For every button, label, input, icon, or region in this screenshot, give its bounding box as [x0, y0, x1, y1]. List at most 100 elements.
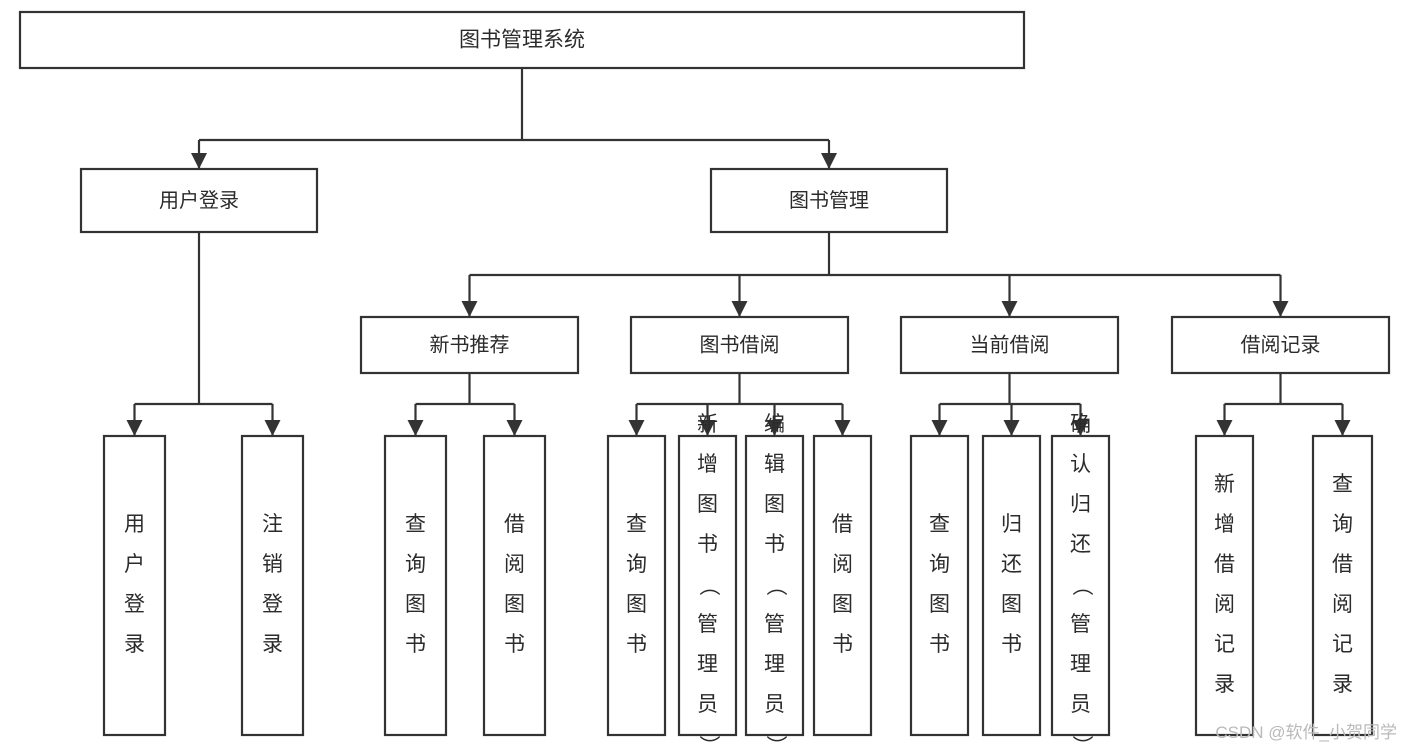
node-current-borrow[interactable]: 当前借阅	[899, 315, 1120, 375]
node-box-leaf-query-borrow-record[interactable]	[1311, 434, 1374, 737]
leaf-label-char: 图	[1001, 593, 1022, 616]
connector-arrow-icon	[1003, 420, 1020, 436]
leaf-label-char: 管	[764, 613, 785, 636]
connector-arrow-icon	[1272, 301, 1289, 317]
node-book-management[interactable]: 图书管理	[709, 167, 949, 234]
node-box-leaf-user-login[interactable]	[102, 434, 167, 737]
leaf-label-char: 新	[697, 413, 718, 436]
leaf-label-char: 询	[626, 553, 647, 576]
leaf-label-char: ）	[1070, 735, 1093, 747]
node-box-book-borrow[interactable]	[629, 315, 850, 375]
node-box-leaf-add-borrow-record[interactable]	[1194, 434, 1255, 737]
connector-group-current-borrow	[931, 373, 1089, 436]
leaf-label-char: 图	[626, 593, 647, 616]
connector-group-book-management	[461, 232, 1289, 317]
leaf-label-char: 销	[262, 553, 283, 576]
leaf-label-char: 书	[929, 633, 950, 656]
node-label-leaf-user-login: 用户登录	[124, 513, 145, 656]
watermark-label: CSDN @软件_小贺同学	[1215, 723, 1397, 742]
node-label-current-borrow: 当前借阅	[970, 333, 1050, 356]
leaf-label-char: 查	[626, 513, 647, 536]
node-box-leaf-query-book-2[interactable]	[606, 434, 667, 737]
leaf-label-char: 图	[929, 593, 950, 616]
leaf-label-char: 户	[124, 553, 145, 576]
node-box-leaf-edit-book-admin[interactable]	[744, 434, 805, 737]
connector-arrow-icon	[821, 153, 837, 169]
node-box-borrow-record[interactable]	[1170, 315, 1391, 375]
leaf-label-char: 理	[764, 653, 785, 676]
node-box-leaf-query-book-1[interactable]	[383, 434, 448, 737]
node-user-login[interactable]: 用户登录	[79, 167, 319, 234]
node-box-leaf-add-book-admin[interactable]	[677, 434, 738, 737]
node-leaf-user-login[interactable]: 用户登录	[102, 434, 167, 737]
node-book-borrow[interactable]: 图书借阅	[629, 315, 850, 375]
node-box-leaf-return-book[interactable]	[981, 434, 1042, 737]
leaf-label-char: 图	[764, 493, 785, 516]
node-label-book-borrow: 图书借阅	[700, 333, 780, 356]
leaf-label-char: 阅	[504, 553, 525, 576]
connector-arrow-icon	[461, 301, 478, 317]
leaf-label-char: 借	[832, 513, 853, 536]
leaf-label-char: ）	[764, 735, 787, 747]
leaf-label-char: （	[764, 575, 787, 596]
node-borrow-record[interactable]: 借阅记录	[1170, 315, 1391, 375]
nodes-layer: 图书管理系统用户登录图书管理新书推荐图书借阅当前借阅借阅记录用户登录注销登录查询…	[18, 10, 1391, 747]
connector-group-new-book-recommend	[407, 373, 523, 436]
node-box-current-borrow[interactable]	[899, 315, 1120, 375]
connector-arrow-icon	[699, 420, 716, 436]
connector-arrow-icon	[407, 420, 424, 436]
node-box-book-management[interactable]	[709, 167, 949, 234]
node-box-leaf-borrow-book-1[interactable]	[482, 434, 547, 737]
connector-arrow-icon	[126, 420, 143, 436]
leaf-label-char: 录	[1214, 673, 1235, 696]
connector-arrow-icon	[1216, 420, 1233, 436]
leaf-label-char: 员	[1070, 693, 1091, 716]
leaf-label-char: ）	[697, 735, 720, 747]
node-label-user-login: 用户登录	[159, 189, 239, 212]
leaf-label-char: 借	[504, 513, 525, 536]
leaf-label-char: 认	[1070, 453, 1091, 476]
leaf-label-char: 辑	[764, 453, 785, 476]
node-box-root[interactable]	[18, 10, 1026, 70]
node-box-leaf-borrow-book-2[interactable]	[812, 434, 873, 737]
node-box-user-login[interactable]	[79, 167, 319, 234]
node-box-leaf-query-book-3[interactable]	[909, 434, 970, 737]
node-box-leaf-confirm-return-admin[interactable]	[1050, 434, 1111, 737]
connector-arrow-icon	[1001, 301, 1018, 317]
node-box-new-book-recommend[interactable]	[359, 315, 580, 375]
leaf-label-char: （	[1070, 575, 1093, 596]
node-root[interactable]: 图书管理系统	[18, 10, 1026, 70]
leaf-label-char: 登	[262, 593, 283, 616]
leaf-label-char: 理	[697, 653, 718, 676]
leaf-label-char: 还	[1070, 533, 1091, 556]
connector-arrow-icon	[731, 301, 748, 317]
leaf-label-char: 阅	[1332, 593, 1353, 616]
leaf-label-char: 书	[764, 533, 785, 556]
node-new-book-recommend[interactable]: 新书推荐	[359, 315, 580, 375]
node-label-borrow-record: 借阅记录	[1241, 333, 1321, 356]
leaf-label-char: 增	[697, 453, 718, 476]
leaf-label-char: 员	[697, 693, 718, 716]
connector-group-user-login	[126, 232, 281, 436]
leaf-label-char: 书	[697, 533, 718, 556]
leaf-label-char: 查	[1332, 473, 1353, 496]
node-box-leaf-logout-login[interactable]	[240, 434, 305, 737]
